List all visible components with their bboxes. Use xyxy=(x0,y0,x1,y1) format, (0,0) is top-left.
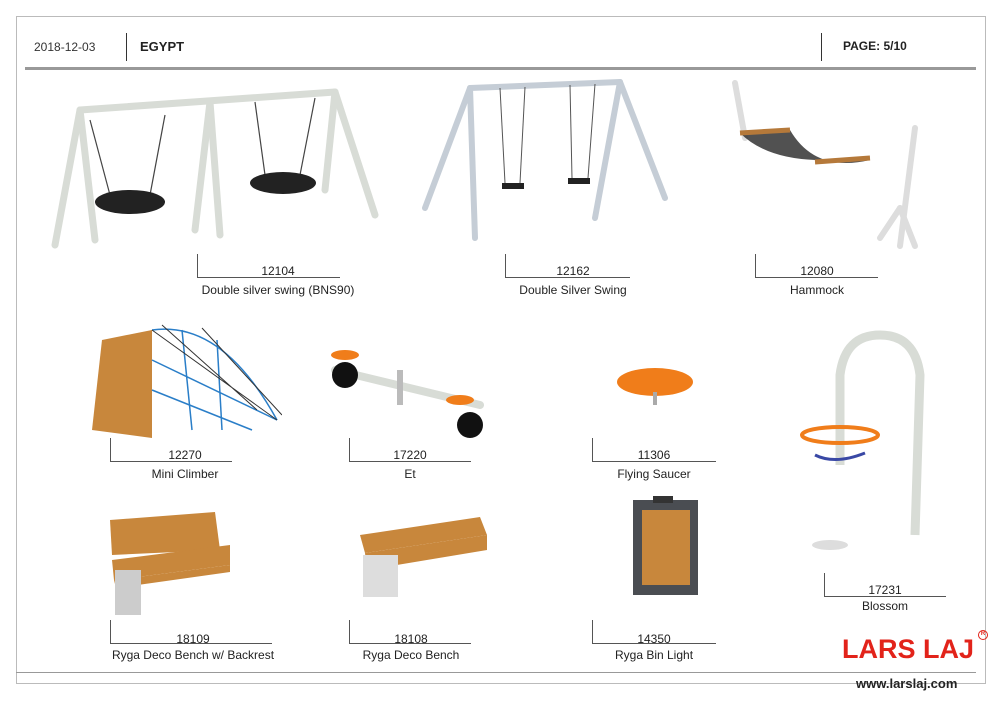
product-image-17231 xyxy=(800,330,925,550)
product-image-17220 xyxy=(331,350,484,438)
product-name: Mini Climber xyxy=(151,467,219,481)
header-divider xyxy=(821,33,822,61)
product-name: Flying Saucer xyxy=(617,467,691,481)
footer-rule xyxy=(16,672,976,673)
product-name: Double Silver Swing xyxy=(519,283,627,297)
product-name: Double silver swing (BNS90) xyxy=(201,283,355,297)
product-code: 12162 xyxy=(556,264,590,278)
product-code: 12104 xyxy=(261,264,295,278)
header-date: 2018-12-03 xyxy=(34,40,96,54)
product-name: Hammock xyxy=(789,283,845,297)
brand-logo: LARS LAJ xyxy=(842,634,975,664)
registered-mark: R xyxy=(978,630,988,640)
product-code: 18109 xyxy=(176,632,210,646)
product-image-12270 xyxy=(92,324,282,438)
page-frame xyxy=(16,16,986,684)
product-image-11306 xyxy=(617,368,693,405)
header-rule xyxy=(25,67,976,70)
product-code: 12080 xyxy=(800,264,834,278)
product-image-12104 xyxy=(51,88,379,249)
product-name: Ryga Deco Bench xyxy=(362,648,460,662)
header-page-number: PAGE: 5/10 xyxy=(843,39,907,53)
product-code: 14350 xyxy=(637,632,671,646)
header-divider xyxy=(126,33,127,61)
website-url: www.larslaj.com xyxy=(856,676,958,691)
product-image-18108 xyxy=(360,517,487,597)
product-code: 18108 xyxy=(394,632,428,646)
product-image-12080 xyxy=(732,80,918,249)
product-name: Ryga Deco Bench w/ Backrest xyxy=(111,648,275,662)
product-code: 17220 xyxy=(393,448,427,462)
product-code: 12270 xyxy=(168,448,202,462)
product-code: 17231 xyxy=(868,583,902,597)
product-name: Blossom xyxy=(861,599,909,613)
product-name: Ryga Bin Light xyxy=(614,648,694,662)
header-country: EGYPT xyxy=(140,39,185,54)
product-name: Et xyxy=(404,467,416,481)
product-image-12162 xyxy=(422,79,668,241)
product-image-18109 xyxy=(110,512,230,615)
product-image-14350 xyxy=(633,496,698,595)
product-code: 11306 xyxy=(637,448,671,462)
